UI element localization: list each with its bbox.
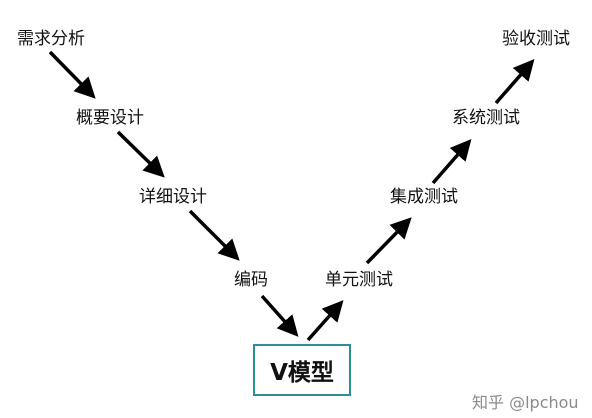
watermark: 知乎 @lpchou — [472, 393, 579, 412]
arrow-integration-to-system-test — [431, 139, 472, 185]
arrow-detailed-to-coding — [188, 209, 240, 261]
stage-requirements-analysis: 需求分析 — [17, 29, 85, 49]
arrow-high-level-to-detailed — [116, 130, 165, 178]
arrow-coding-to-model — [260, 294, 299, 337]
stage-detailed-design: 详细设计 — [139, 187, 207, 207]
stage-high-level-design: 概要设计 — [76, 108, 144, 128]
stage-acceptance-testing: 验收测试 — [502, 29, 570, 49]
stage-coding: 编码 — [234, 270, 268, 290]
arrow-model-to-unit-test — [306, 300, 344, 342]
arrow-requirements-to-high-level — [48, 50, 96, 99]
stage-system-testing: 系统测试 — [452, 108, 520, 128]
model-title: V模型 — [270, 360, 334, 386]
arrow-system-to-acceptance-test — [494, 59, 535, 105]
stage-integration-testing: 集成测试 — [390, 187, 458, 207]
arrow-unit-to-integration-test — [365, 217, 412, 265]
stage-unit-testing: 单元测试 — [325, 270, 393, 290]
model-title-box: V模型 — [253, 344, 351, 396]
